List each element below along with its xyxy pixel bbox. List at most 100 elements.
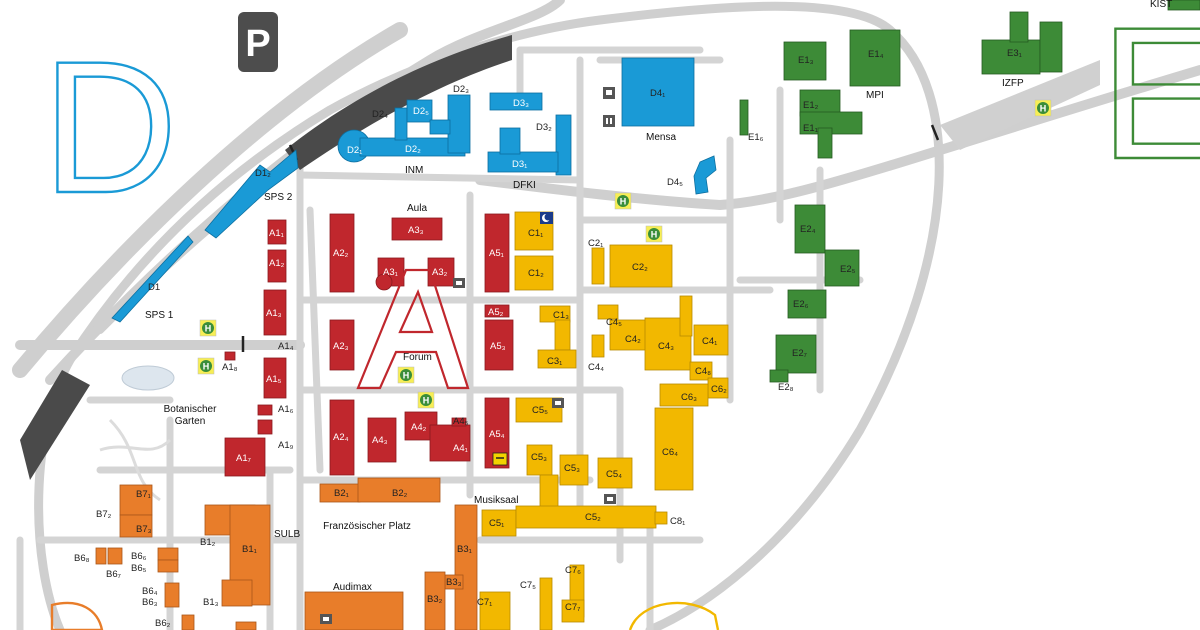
info-icon[interactable] — [603, 115, 615, 127]
building-a33[interactable] — [391, 217, 443, 241]
building-a31-dome[interactable] — [375, 273, 393, 291]
building-c48[interactable] — [689, 361, 713, 381]
bus-stop-icon[interactable]: H — [197, 357, 215, 375]
svg-text:H: H — [1040, 104, 1047, 114]
building-a53[interactable] — [484, 319, 514, 371]
building-b64[interactable] — [164, 582, 180, 608]
building-e26[interactable] — [787, 289, 827, 319]
building-e25[interactable] — [824, 249, 860, 287]
building-a45[interactable] — [451, 417, 467, 427]
building-a41[interactable] — [429, 424, 471, 462]
parking-sign[interactable]: P — [238, 12, 278, 72]
building-e13[interactable] — [783, 41, 827, 81]
building-c41[interactable] — [693, 324, 729, 356]
building-c31[interactable] — [537, 349, 577, 369]
building-b31[interactable] — [454, 504, 478, 630]
building-e16[interactable] — [739, 99, 749, 136]
building-c45[interactable] — [597, 304, 619, 320]
building-c64[interactable] — [654, 407, 694, 491]
building-a51[interactable] — [484, 213, 510, 293]
building-e27[interactable] — [775, 334, 817, 374]
building-e28[interactable] — [769, 369, 789, 383]
building-e11b[interactable] — [817, 127, 833, 159]
building-kist[interactable] — [1167, 0, 1200, 11]
moon-icon[interactable] — [540, 212, 553, 224]
building-c22[interactable] — [609, 244, 673, 288]
info-icon[interactable] — [453, 278, 465, 288]
building-b13[interactable] — [221, 579, 253, 607]
building-c75[interactable] — [539, 577, 553, 630]
building-a43[interactable] — [367, 417, 397, 463]
building-d23[interactable] — [447, 94, 471, 154]
building-a18[interactable] — [224, 351, 236, 361]
building-c43b[interactable] — [679, 295, 693, 337]
building-c51[interactable] — [481, 509, 517, 537]
building-d23b[interactable] — [429, 119, 451, 135]
building-b68[interactable] — [95, 547, 107, 565]
building-e14[interactable] — [849, 29, 901, 87]
bus-stop-icon[interactable]: H — [397, 366, 415, 384]
label-c12: C1₂ — [528, 268, 544, 279]
building-d31b[interactable] — [499, 127, 521, 155]
building-d45[interactable] — [693, 155, 717, 195]
building-c54[interactable] — [597, 457, 633, 489]
building-d12[interactable] — [204, 149, 299, 239]
building-d24[interactable] — [394, 107, 408, 141]
building-a52[interactable] — [484, 304, 510, 318]
building-c71[interactable] — [479, 591, 511, 630]
bus-stop-icon[interactable]: H — [645, 225, 663, 243]
building-a13[interactable] — [263, 289, 287, 336]
building-e31c[interactable] — [1039, 21, 1063, 73]
building-b73[interactable] — [119, 514, 153, 538]
building-b67[interactable] — [107, 547, 123, 565]
label-dfki: DFKI — [513, 180, 536, 191]
building-a19[interactable] — [257, 419, 273, 435]
building-d1[interactable] — [111, 235, 194, 323]
bus-stop-icon[interactable]: H — [199, 319, 217, 337]
building-b62b[interactable] — [235, 621, 257, 630]
building-b62[interactable] — [181, 614, 195, 630]
post-icon[interactable] — [492, 452, 508, 466]
label-a42: A4₂ — [411, 422, 427, 433]
bus-stop-icon[interactable]: H — [614, 192, 632, 210]
building-audimax[interactable] — [304, 591, 404, 630]
building-c77[interactable] — [561, 599, 585, 623]
building-a15[interactable] — [263, 357, 287, 399]
building-d32[interactable] — [555, 114, 572, 176]
building-c53[interactable] — [526, 444, 553, 476]
building-c21[interactable] — [591, 247, 605, 285]
label-c22: C2₂ — [632, 262, 648, 273]
info-icon[interactable] — [552, 398, 564, 408]
building-d25[interactable] — [406, 99, 433, 123]
building-a16[interactable] — [257, 404, 273, 416]
building-e31b[interactable] — [1009, 11, 1029, 43]
building-c81[interactable] — [654, 511, 668, 525]
building-b65[interactable] — [157, 559, 179, 573]
building-a17[interactable] — [224, 437, 266, 477]
building-a11[interactable] — [267, 219, 287, 245]
building-a32[interactable] — [427, 257, 455, 287]
building-b71[interactable] — [119, 484, 153, 516]
building-a12[interactable] — [267, 249, 287, 283]
building-d41[interactable] — [621, 57, 695, 127]
info-icon[interactable] — [603, 87, 615, 99]
info-icon[interactable] — [320, 614, 332, 624]
building-a24[interactable] — [329, 399, 355, 476]
bus-stop-icon[interactable]: H — [417, 391, 435, 409]
building-d33[interactable] — [489, 92, 543, 111]
building-a22[interactable] — [329, 213, 355, 293]
building-d31[interactable] — [487, 151, 559, 173]
info-icon[interactable] — [604, 494, 616, 504]
building-c63[interactable] — [659, 383, 709, 407]
building-e24[interactable] — [794, 204, 826, 254]
building-b22[interactable] — [357, 477, 441, 503]
building-a23[interactable] — [329, 319, 355, 371]
building-c44[interactable] — [591, 334, 605, 358]
building-b32[interactable] — [424, 571, 446, 630]
building-c13b[interactable] — [554, 319, 571, 351]
building-b66[interactable] — [157, 547, 179, 561]
bus-stop-icon[interactable]: H — [1034, 99, 1052, 117]
label-musiksaal: Musiksaal — [474, 495, 518, 506]
building-c53c[interactable] — [559, 454, 589, 486]
building-c12[interactable] — [514, 255, 554, 291]
